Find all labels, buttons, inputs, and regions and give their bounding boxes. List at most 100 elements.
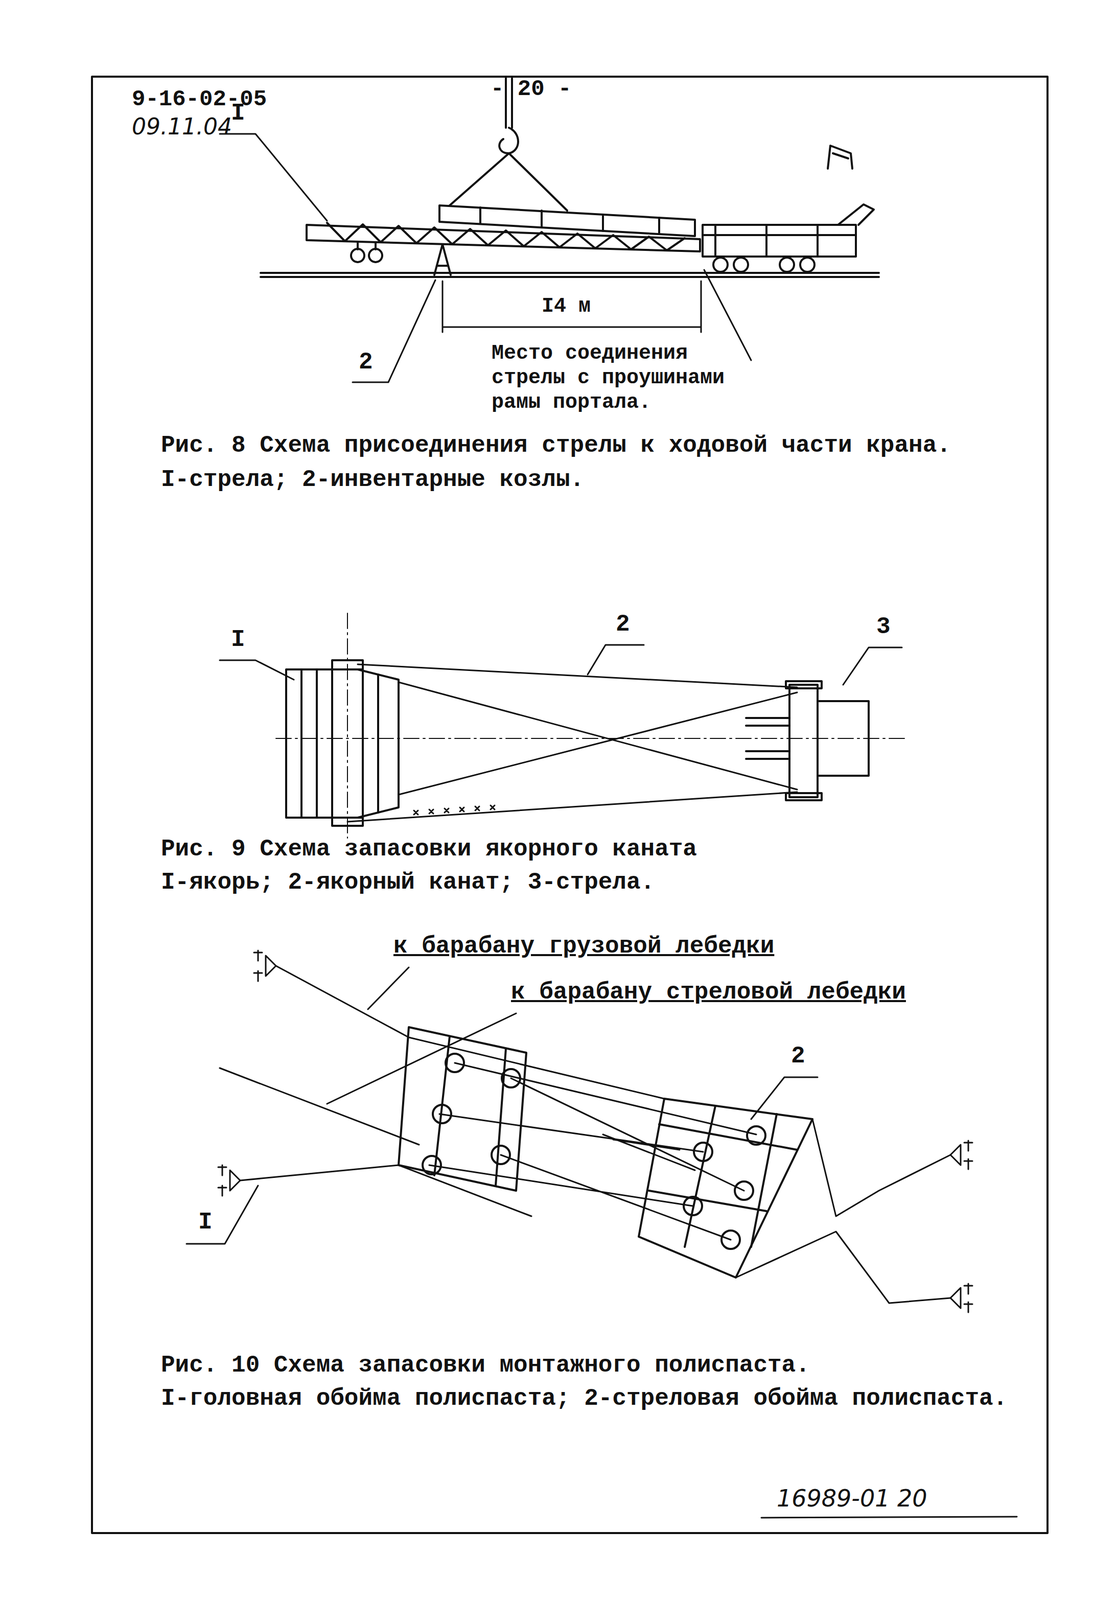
rope-direction-note: к барабану грузовой лебедки <box>393 932 775 961</box>
head-block <box>398 1027 527 1191</box>
figure-caption: Рис. 9 Схема запасовки якорного каната <box>160 835 697 864</box>
anchor-symbol <box>218 950 973 1313</box>
boom-block <box>747 1126 766 1145</box>
leader-line <box>367 967 409 1010</box>
boom-block <box>648 1105 798 1247</box>
crane-portal <box>827 145 853 169</box>
anchor-block <box>286 669 399 818</box>
connection-note: Место соединения стрелы с проушинами рам… <box>491 341 748 415</box>
head-block <box>432 1104 452 1124</box>
boom-block <box>734 1181 754 1200</box>
leader-line <box>186 1185 259 1244</box>
callout-number: I <box>198 1208 213 1237</box>
anchor-rope <box>413 805 495 815</box>
anchor-symbol <box>218 1165 241 1196</box>
sheet-number: 16989-01 20 <box>776 1484 928 1513</box>
boom-truss <box>306 224 701 252</box>
polyspast-rope <box>219 1067 420 1145</box>
page-number: - 20 - <box>490 75 572 103</box>
polyspast-rope <box>735 1231 951 1303</box>
anchor-block <box>301 669 379 818</box>
callout-number: I <box>230 99 246 128</box>
dimension-line <box>442 281 702 333</box>
leader-line <box>219 644 902 685</box>
leader-line <box>587 644 644 675</box>
anchor-rope <box>347 664 798 822</box>
callout-number: 2 <box>615 610 631 639</box>
crane-portal <box>702 224 856 257</box>
page-frame <box>91 76 1048 1533</box>
anchor-symbol <box>950 1283 973 1313</box>
head-block <box>422 1155 441 1175</box>
boom-truss <box>306 205 701 252</box>
rope-direction-note: к барабану стреловой лебедки <box>510 978 906 1007</box>
callout-number: 2 <box>358 348 374 377</box>
boom-block <box>638 1098 813 1278</box>
figure-caption: Рис. 10 Схема запасовки монтажного полис… <box>160 1351 810 1380</box>
sheet-number-underline <box>761 1516 1017 1518</box>
polyspast-rope <box>812 1119 951 1217</box>
boom-block <box>683 1196 703 1216</box>
anchor-symbol <box>253 950 276 982</box>
document-date: 09.11.04 <box>131 113 232 141</box>
boom-truss <box>480 207 660 235</box>
boom-end <box>785 681 822 689</box>
inventory-trestle <box>434 244 451 275</box>
rail <box>260 272 879 277</box>
leader-line <box>219 660 294 680</box>
crane-portal <box>733 257 749 272</box>
anchor-rope <box>347 664 798 822</box>
callout-number: 3 <box>876 613 891 642</box>
head-block <box>445 1053 464 1073</box>
boom-truss <box>327 222 685 251</box>
rail <box>260 272 879 277</box>
anchor-block <box>286 660 399 826</box>
head-block <box>491 1145 510 1165</box>
inventory-trestle <box>434 244 451 275</box>
anchor-symbol <box>950 1140 973 1170</box>
sheet-number-underline <box>761 1516 1017 1518</box>
polyspast-rope <box>602 1134 695 1171</box>
boom-block <box>721 1230 740 1249</box>
centre-line <box>275 613 905 839</box>
leader-line <box>219 133 328 221</box>
document-code: 9-16-02-05 <box>131 85 267 113</box>
page-frame <box>91 76 1048 1533</box>
crane-portal <box>702 145 874 272</box>
boom-end <box>789 684 818 798</box>
boom-block <box>638 1098 813 1278</box>
polyspast-rope <box>219 965 951 1303</box>
polyspast-rope <box>240 1165 532 1217</box>
boom-wheels <box>351 248 365 263</box>
callout-number: 2 <box>790 1042 806 1071</box>
centre-line <box>275 613 905 839</box>
leader-line <box>327 1013 517 1104</box>
boom-wheels <box>368 248 383 263</box>
crane-portal <box>702 224 856 257</box>
dimension-text: I4 м <box>541 294 591 319</box>
boom-wheels <box>357 242 376 250</box>
boom-wheels <box>351 242 383 263</box>
figure-legend: I-головная обойма полиспаста; 2-стрелова… <box>160 1384 1025 1413</box>
boom-end <box>746 681 869 801</box>
polyspast-rope <box>429 1062 757 1240</box>
leader-line <box>843 647 902 685</box>
crane-portal <box>713 257 728 272</box>
crane-portal <box>779 257 795 272</box>
leader-line <box>186 967 818 1244</box>
boom-end <box>746 717 790 759</box>
crane-hook <box>449 153 568 211</box>
leader-line <box>751 1077 818 1120</box>
crane-portal <box>800 257 815 272</box>
boom-end <box>785 793 822 801</box>
figure-legend: I-стрела; 2-инвентарные козлы. <box>160 466 585 495</box>
callout-number: I <box>230 625 246 655</box>
crane-portal <box>838 204 874 225</box>
boom-block <box>693 1142 713 1161</box>
head-block <box>398 1027 527 1191</box>
dimension-line <box>442 281 702 333</box>
head-block <box>501 1068 521 1088</box>
boom-truss <box>439 205 695 237</box>
figure-legend: I-якорь; 2-якорный канат; 3-стрела. <box>160 868 655 897</box>
